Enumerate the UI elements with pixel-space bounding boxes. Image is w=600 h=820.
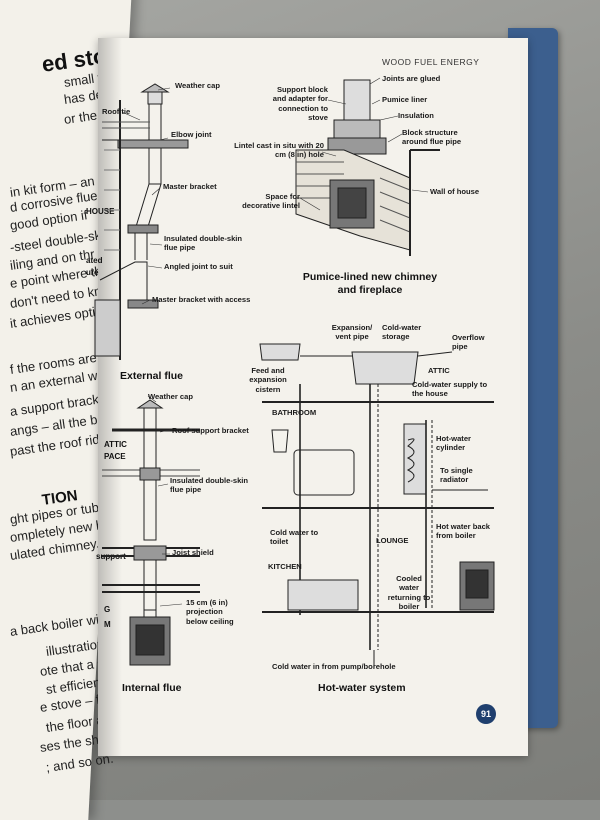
label-projection: 15 cm (6 in) projection below ceiling <box>186 598 234 626</box>
label-lintel: Lintel cast in situ with 20 cm (8 in) ho… <box>234 141 324 160</box>
running-title: WOOD FUEL ENERGY <box>382 57 480 67</box>
label-cold-toilet: Cold water to toilet <box>270 528 319 547</box>
label-angled-joint: Angled joint to suit <box>164 262 233 271</box>
label-support-block: Support block and adapter for connection… <box>272 85 328 123</box>
page-number-badge: 91 <box>476 704 496 724</box>
left-margin-tag: PACE <box>104 452 126 461</box>
internal-flue-drawing <box>102 399 200 666</box>
label-cooled-water: Cooled water returning to boiler <box>387 574 431 612</box>
label-hot-from-boiler: Hot water back from boiler <box>436 522 491 541</box>
label-wall-of-house: Wall of house <box>430 187 480 196</box>
left-margin-tag: M <box>104 620 111 629</box>
label-pumice-liner: Pumice liner <box>382 95 428 104</box>
label-cold-supply: Cold-water supply to the house <box>412 380 488 399</box>
label-space-lintel: Space for decorative lintel <box>242 192 300 211</box>
label-joist-shield: Joist shield <box>172 548 214 557</box>
label-roof-support: Roof support bracket <box>172 426 249 435</box>
page-gutter-shadow <box>98 38 122 756</box>
label-feed-cistern: Feed and expansion cistern <box>249 366 287 394</box>
left-margin-tag: HOUSE <box>86 207 115 216</box>
left-margin-tag: ATTIC <box>104 440 127 449</box>
external-flue-drawing <box>94 83 189 360</box>
label-bathroom: BATHROOM <box>272 408 317 417</box>
caption-external-flue: External flue <box>120 370 184 382</box>
caption-pumice-chimney: Pumice-lined new chimney and fireplace <box>302 271 438 297</box>
label-master-bracket-access: Master bracket with access <box>152 295 251 304</box>
label-lounge: LOUNGE <box>376 536 409 545</box>
label-insulated-flue-pipe: Insulated double-skin flue pipe <box>164 234 243 253</box>
label-internal-insulated-pipe: Insulated double-skin flue pipe <box>170 476 249 495</box>
label-internal-weather-cap: Weather cap <box>148 392 194 401</box>
label-cold-pump: Cold water in from pump/borehole <box>272 662 396 671</box>
label-overflow-pipe: Overflow pipe <box>452 333 485 352</box>
leader-lines <box>121 77 429 607</box>
label-insulation: Insulation <box>398 111 434 120</box>
caption-hot-water-system: Hot-water system <box>318 682 406 694</box>
label-elbow-joint: Elbow joint <box>171 130 212 139</box>
label-kitchen: KITCHEN <box>268 562 302 571</box>
caption-internal-flue: Internal flue <box>122 682 182 694</box>
left-margin-tag: ure <box>86 268 99 277</box>
label-expansion-pipe: Expansion/ vent pipe <box>331 323 373 342</box>
label-single-radiator: To single radiator <box>440 466 473 485</box>
hot-water-system-drawing <box>259 343 495 668</box>
illustrations <box>94 77 495 668</box>
label-master-bracket: Master bracket <box>163 182 217 191</box>
label-block-structure: Block structure around flue pipe <box>402 128 462 147</box>
label-roof-tie: Roof tie <box>102 107 131 116</box>
label-joints-glued: Joints are glued <box>382 74 441 83</box>
label-hw-cylinder: Hot-water cylinder <box>436 434 472 453</box>
label-weather-cap: Weather cap <box>175 81 221 90</box>
left-margin-tag: G <box>104 605 111 614</box>
left-margin-tag: ated <box>86 256 103 265</box>
pumice-chimney-drawing <box>295 79 440 256</box>
label-attic: ATTIC <box>428 366 450 375</box>
label-cold-storage: Cold-water storage <box>382 323 422 342</box>
